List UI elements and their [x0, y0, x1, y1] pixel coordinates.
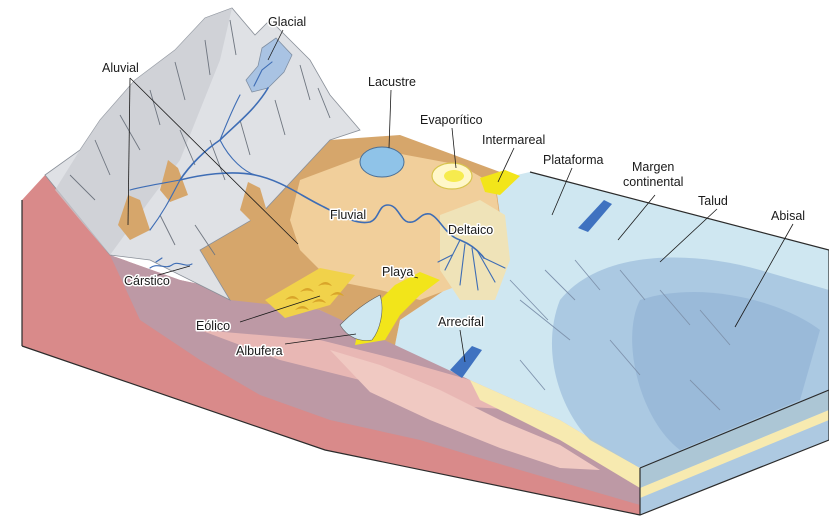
label-deltaico: Deltaico: [448, 223, 493, 237]
label-evaporitico: Evaporítico: [420, 113, 483, 127]
label-carstico: Cárstico: [124, 274, 170, 288]
label-albufera: Albufera: [236, 344, 283, 358]
label-playa: Playa: [382, 265, 413, 279]
label-abisal: Abisal: [771, 209, 805, 223]
label-margen-1: Margen: [632, 160, 674, 174]
label-lacustre: Lacustre: [368, 75, 416, 89]
label-intermareal: Intermareal: [482, 133, 545, 147]
label-arrecifal: Arrecifal: [438, 315, 484, 329]
lake: [360, 147, 404, 177]
label-plataforma: Plataforma: [543, 153, 603, 167]
label-fluvial: Fluvial: [330, 208, 366, 222]
label-eolico: Eólico: [196, 319, 230, 333]
label-aluvial: Aluvial: [102, 61, 139, 75]
label-margen-2: continental: [623, 175, 683, 189]
delta-fan: [440, 200, 510, 300]
label-talud: Talud: [698, 194, 728, 208]
label-glacial: Glacial: [268, 15, 306, 29]
